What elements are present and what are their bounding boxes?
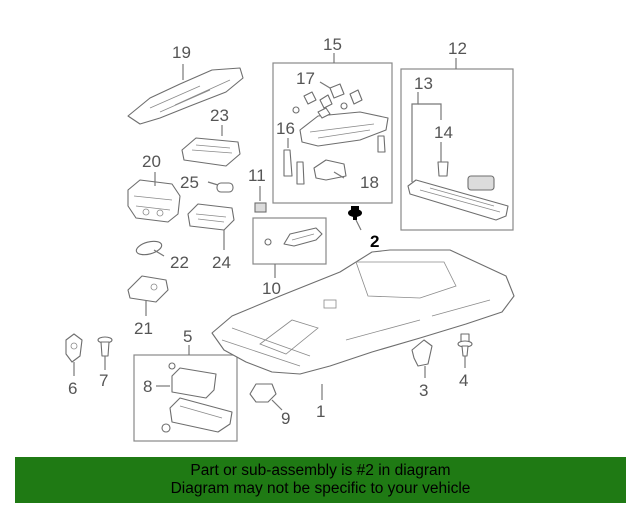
- part-12-rail-assembly: [407, 161, 509, 221]
- callout-25: 25: [180, 173, 199, 192]
- callout-8: 8: [143, 377, 152, 396]
- banner-line-1: Part or sub-assembly is #2 in diagram: [190, 462, 451, 479]
- part-2-retainer: [348, 206, 362, 220]
- group-box-15: [272, 62, 393, 204]
- callout-10: 10: [262, 279, 281, 298]
- part-25-bulb: [216, 182, 234, 193]
- part-4-clip: [457, 333, 473, 357]
- parts-diagram: 19 23 20 25 11 24 22 21 15 17 16 18 2 12…: [65, 35, 515, 442]
- callout-17: 17: [296, 69, 315, 88]
- info-banner: Part or sub-assembly is #2 in diagram Di…: [15, 457, 626, 503]
- callout-13: 13: [414, 74, 433, 93]
- part-9-visor-holder: [249, 383, 277, 403]
- callout-numbers: 19 23 20 25 11 24 22 21 15 17 16 18 2 12…: [68, 35, 468, 428]
- part-23-map-light: [181, 137, 241, 167]
- callout-6: 6: [68, 379, 77, 398]
- callout-15: 15: [323, 35, 342, 54]
- callout-24: 24: [212, 253, 231, 272]
- leader-lines: [73, 53, 466, 411]
- callout-11: 11: [248, 166, 266, 185]
- part-22-grommet: [135, 240, 163, 256]
- callout-7: 7: [99, 371, 108, 390]
- callout-5: 5: [183, 327, 192, 346]
- part-11-clip: [254, 202, 267, 213]
- part-10-grab-handle: [264, 227, 323, 247]
- callout-23: 23: [210, 106, 229, 125]
- callout-12: 12: [448, 39, 467, 58]
- callout-3: 3: [419, 381, 428, 400]
- part-3-clip: [411, 339, 433, 367]
- banner-line-2: Diagram may not be specific to your vehi…: [170, 480, 471, 497]
- callout-14: 14: [434, 123, 453, 142]
- callout-1: 1: [316, 402, 325, 421]
- part-21-bracket: [127, 275, 169, 303]
- callout-2: 2: [370, 232, 379, 251]
- callout-4: 4: [459, 371, 468, 390]
- part-5-sun-visor: [161, 362, 233, 433]
- group-box-10: [252, 217, 327, 265]
- part-6-hook: [65, 333, 83, 363]
- group-box-5: [133, 354, 238, 442]
- callout-16: 16: [276, 119, 295, 138]
- part-15-grip-assembly: [283, 83, 389, 185]
- callout-21: 21: [134, 319, 153, 338]
- callout-22: 22: [170, 253, 189, 272]
- group-box-12: [400, 68, 514, 231]
- part-7-clip: [97, 336, 113, 357]
- part-1-headliner: [211, 249, 515, 375]
- part-19-trim-panel: [127, 67, 244, 125]
- part-20-console: [127, 179, 181, 223]
- callout-20: 20: [142, 152, 161, 171]
- part-24-lens: [187, 203, 235, 231]
- callout-19: 19: [172, 43, 191, 62]
- callout-9: 9: [281, 409, 290, 428]
- callout-18: 18: [360, 173, 379, 192]
